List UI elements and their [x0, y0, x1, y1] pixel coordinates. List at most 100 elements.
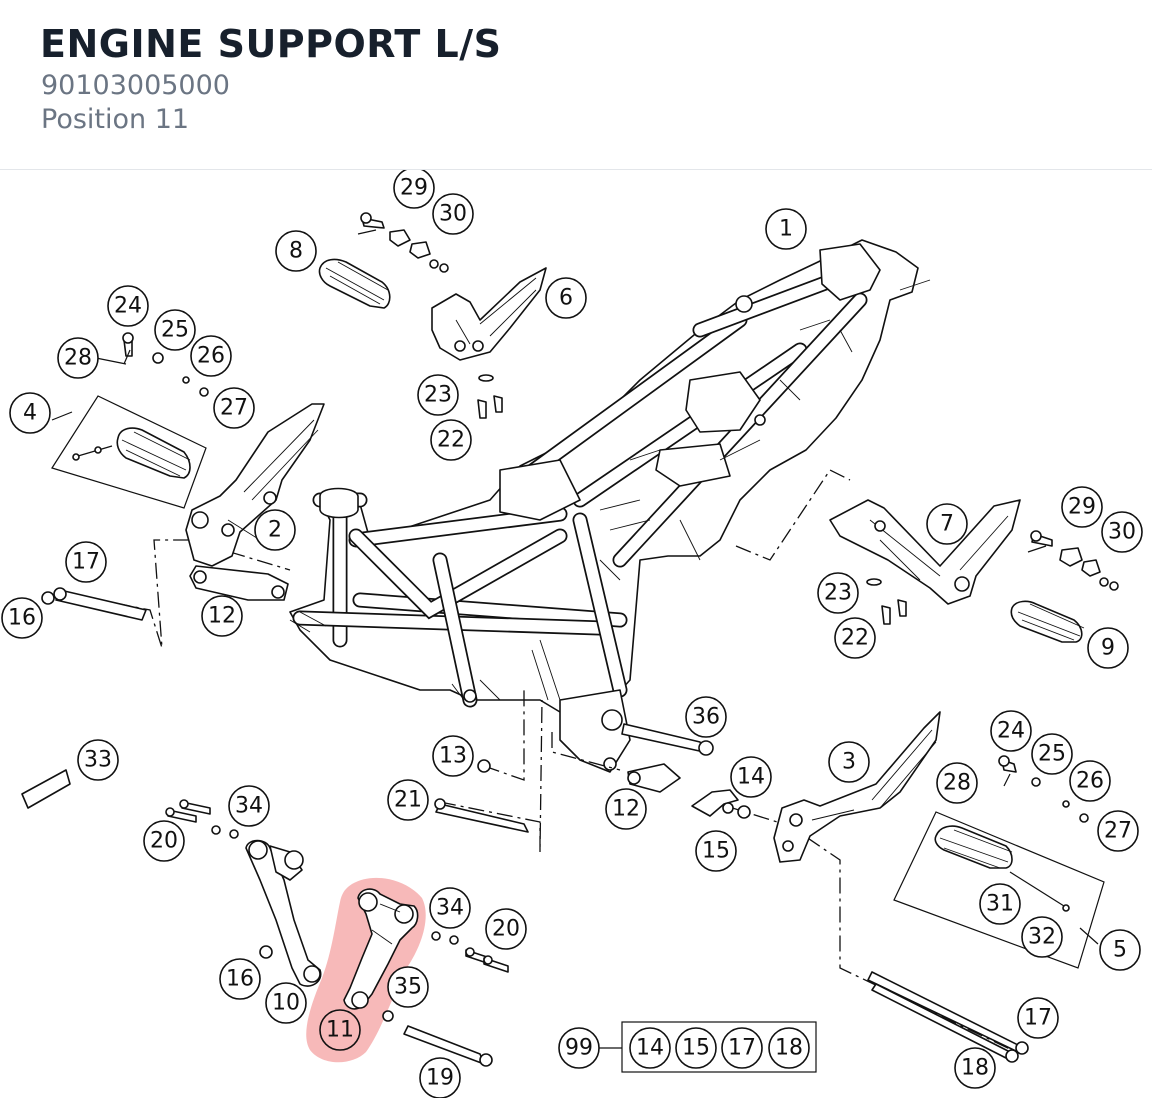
exploded-parts-diagram: 1 2 3 4 5 6 7 8 9 10 11 12 12 13 14 15 1…: [1, 170, 1143, 1098]
callout-20-right[interactable]: 20: [485, 908, 527, 950]
svg-text:24: 24: [114, 294, 142, 319]
callout-9[interactable]: 9: [1087, 627, 1129, 669]
svg-text:34: 34: [235, 794, 263, 819]
guard-14: [691, 789, 739, 817]
svg-text:23: 23: [424, 383, 452, 408]
bracket-7: [829, 499, 1021, 605]
callout-33[interactable]: 33: [77, 739, 119, 781]
kit-item-14[interactable]: 14: [629, 1027, 671, 1069]
svg-text:31: 31: [986, 892, 1014, 917]
kit-item-17[interactable]: 17: [721, 1027, 763, 1069]
svg-text:19: 19: [426, 1066, 454, 1091]
svg-text:26: 26: [1076, 769, 1104, 794]
callout-25-left[interactable]: 25: [154, 309, 196, 351]
footpeg-group-4: [51, 395, 207, 509]
callout-17-left[interactable]: 17: [65, 541, 107, 583]
callout-21[interactable]: 21: [387, 779, 429, 821]
callout-20-left[interactable]: 20: [143, 820, 185, 862]
svg-text:8: 8: [289, 239, 303, 264]
svg-text:99: 99: [565, 1036, 593, 1061]
callout-15[interactable]: 15: [695, 830, 737, 872]
spacer-12-left: [189, 565, 289, 601]
washer-15: [722, 802, 751, 819]
callout-19[interactable]: 19: [419, 1057, 461, 1098]
callout-3[interactable]: 3: [828, 741, 870, 783]
washer-35: [382, 1010, 394, 1022]
svg-text:2: 2: [268, 518, 282, 543]
svg-text:5: 5: [1113, 938, 1127, 963]
svg-text:12: 12: [612, 797, 640, 822]
callout-30-right[interactable]: 30: [1101, 511, 1143, 553]
callout-23-right[interactable]: 23: [817, 572, 859, 614]
callout-1[interactable]: 1: [765, 208, 807, 250]
centerline-12-right: [551, 732, 621, 771]
callout-6[interactable]: 6: [545, 277, 587, 319]
callout-27-right[interactable]: 27: [1097, 810, 1139, 852]
callout-34-left[interactable]: 34: [228, 785, 270, 827]
svg-text:28: 28: [64, 346, 92, 371]
svg-text:6: 6: [559, 286, 573, 311]
svg-text:9: 9: [1101, 636, 1115, 661]
callout-24-left[interactable]: 24: [107, 285, 149, 327]
callout-5[interactable]: 5: [1099, 929, 1141, 971]
svg-text:29: 29: [400, 176, 428, 201]
svg-text:20: 20: [150, 829, 178, 854]
svg-text:28: 28: [943, 771, 971, 796]
svg-text:36: 36: [692, 705, 720, 730]
callout-22-right[interactable]: 22: [834, 617, 876, 659]
callout-24-right[interactable]: 24: [990, 710, 1032, 752]
callout-12-right[interactable]: 12: [605, 788, 647, 830]
callout-16-left[interactable]: 16: [1, 597, 43, 639]
pins-29-30-right: [1027, 530, 1119, 591]
callout-13[interactable]: 13: [432, 735, 474, 777]
callout-23-top[interactable]: 23: [417, 374, 459, 416]
svg-text:17: 17: [728, 1036, 756, 1061]
callout-kit-99[interactable]: 99: [558, 1027, 600, 1069]
callout-26-left[interactable]: 26: [190, 335, 232, 377]
callout-29-right[interactable]: 29: [1061, 486, 1103, 528]
callout-18[interactable]: 18: [954, 1047, 996, 1089]
callout-34-right[interactable]: 34: [429, 887, 471, 929]
callout-10[interactable]: 10: [265, 982, 307, 1024]
nut-16: [259, 945, 273, 959]
callout-11[interactable]: 11: [319, 1009, 361, 1051]
callout-32[interactable]: 32: [1021, 916, 1063, 958]
callout-35[interactable]: 35: [387, 966, 429, 1008]
svg-text:17: 17: [1024, 1006, 1052, 1031]
callout-25-right[interactable]: 25: [1031, 733, 1073, 775]
engine-support-10: [245, 839, 322, 987]
callout-29-top[interactable]: 29: [393, 170, 435, 209]
callout-2[interactable]: 2: [254, 509, 296, 551]
callout-28-right[interactable]: 28: [936, 762, 978, 804]
callout-26-right[interactable]: 26: [1069, 760, 1111, 802]
svg-text:23: 23: [824, 581, 852, 606]
svg-text:22: 22: [437, 428, 465, 453]
callout-22-top[interactable]: 22: [430, 419, 472, 461]
svg-text:18: 18: [775, 1036, 803, 1061]
part-number: 90103005000: [41, 70, 230, 101]
callout-14[interactable]: 14: [730, 756, 772, 798]
callout-36[interactable]: 36: [685, 696, 727, 738]
callout-8[interactable]: 8: [275, 230, 317, 272]
callout-17-right[interactable]: 17: [1017, 997, 1059, 1039]
svg-text:3: 3: [842, 750, 856, 775]
nut-13: [477, 759, 491, 773]
svg-text:32: 32: [1028, 925, 1056, 950]
callout-16-lower[interactable]: 16: [219, 958, 261, 1000]
svg-text:25: 25: [1038, 742, 1066, 767]
callout-4[interactable]: 4: [9, 392, 51, 434]
bolt-19: [403, 1025, 493, 1067]
callout-7[interactable]: 7: [926, 503, 968, 545]
callout-12-left[interactable]: 12: [201, 595, 243, 637]
bolts-22-23-top: [477, 374, 503, 419]
svg-text:14: 14: [737, 765, 765, 790]
callout-27-left[interactable]: 27: [213, 387, 255, 429]
kit-item-15[interactable]: 15: [675, 1027, 717, 1069]
kit-item-18[interactable]: 18: [768, 1027, 810, 1069]
callout-28-left[interactable]: 28: [57, 337, 99, 379]
callout-30-top[interactable]: 30: [432, 193, 474, 235]
svg-text:10: 10: [272, 991, 300, 1016]
centerline-13: [483, 690, 525, 781]
pins-29-30-top: [357, 212, 449, 273]
callout-31[interactable]: 31: [979, 883, 1021, 925]
